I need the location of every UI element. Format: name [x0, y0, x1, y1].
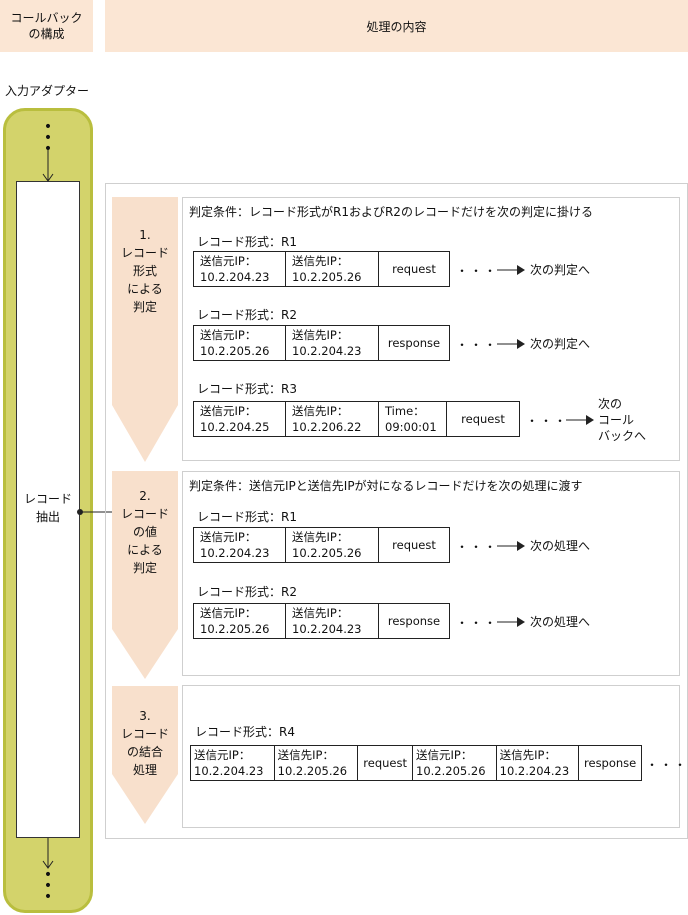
arrow-target-next-callback: 次の コール バックへ — [598, 397, 647, 443]
extract-connector — [77, 509, 114, 515]
record-cell: request — [461, 412, 505, 426]
bottom-ellipsis: • • • — [43, 867, 53, 905]
record-cell: 送信元IP： 10.2.204.23 — [194, 252, 286, 286]
arrow-target-next-process: 次の処理へ — [530, 615, 591, 629]
record-cell: 送信先IP： 10.2.204.23 — [286, 326, 379, 360]
record-cell: 送信元IP： 10.2.205.26 — [194, 326, 286, 360]
record-ellipsis: ・・・ — [456, 616, 499, 630]
arrow-target-next-judgment: 次の判定へ — [530, 263, 591, 277]
step-1-label: 1. レコード 形式 による 判定 — [120, 228, 169, 314]
record-cell: Time： 09:00:01 — [379, 402, 447, 436]
record-cell: 送信元IP： 10.2.205.26 — [194, 604, 286, 638]
record-cell: 送信元IP： 10.2.204.23 — [191, 746, 275, 780]
record-ellipsis: ・・・ — [456, 540, 499, 554]
step-1-condition: 判定条件：レコード形式がR1およびR2のレコードだけを次の判定に掛ける — [189, 205, 593, 219]
step-2-record-r2-label: レコード形式：R2 — [197, 585, 297, 599]
record-cell: 送信元IP： 10.2.204.23 — [194, 528, 286, 562]
step-2-banner — [112, 471, 178, 679]
right-arrow-icon — [497, 541, 525, 551]
record-extract-box — [16, 181, 80, 838]
top-ellipsis: • • • — [43, 119, 53, 157]
record-cell: 送信先IP： 10.2.204.23 — [286, 604, 379, 638]
adapter-title: 入力アダプター — [5, 84, 90, 98]
record-cell: 送信元IP： 10.2.205.26 — [413, 746, 497, 780]
step-1-record-r1-label: レコード形式：R1 — [197, 235, 297, 249]
header-callback-structure: コールバック の構成 — [0, 0, 93, 52]
record-cell: 送信先IP： 10.2.205.26 — [286, 528, 379, 562]
arrow-target-next-judgment: 次の判定へ — [530, 337, 591, 351]
step-1-record-r3-label: レコード形式：R3 — [197, 382, 297, 396]
top-down-arrow-icon — [42, 150, 54, 182]
bottom-down-arrow-icon — [42, 838, 54, 869]
step-2-record-r2: 送信元IP： 10.2.205.26 送信先IP： 10.2.204.23 re… — [193, 603, 450, 639]
record-extract-label: レコード 抽出 — [23, 492, 72, 524]
record-ellipsis: ・・・ — [646, 758, 688, 772]
step-2-record-r1-label: レコード形式：R1 — [197, 510, 297, 524]
step-3-label: 3. レコード の結合 処理 — [120, 709, 169, 777]
step-2-record-r1: 送信元IP： 10.2.204.23 送信先IP： 10.2.205.26 re… — [193, 527, 450, 563]
record-ellipsis: ・・・ — [526, 414, 569, 428]
record-cell: 送信先IP： 10.2.205.26 — [286, 252, 379, 286]
record-cell: 送信元IP： 10.2.204.25 — [194, 402, 286, 436]
right-arrow-icon — [497, 339, 525, 349]
step-2-condition: 判定条件：送信元IPと送信先IPが対になるレコードだけを次の処理に渡す — [189, 479, 583, 493]
right-arrow-icon — [566, 415, 594, 425]
right-arrow-icon — [497, 265, 525, 275]
record-ellipsis: ・・・ — [456, 338, 499, 352]
right-arrow-icon — [497, 617, 525, 627]
step-1-record-r1: 送信元IP： 10.2.204.23 送信先IP： 10.2.205.26 re… — [193, 251, 450, 287]
record-cell: request — [358, 746, 414, 780]
step-1-record-r2-label: レコード形式：R2 — [197, 308, 297, 322]
header-processing-content: 処理の内容 — [105, 0, 688, 52]
step-1-record-r3: 送信元IP： 10.2.204.25 送信先IP： 10.2.206.22 Ti… — [193, 401, 520, 437]
record-cell: response — [387, 614, 441, 628]
step-3-record-r4-label: レコード形式：R4 — [195, 725, 295, 739]
record-cell: 送信先IP： 10.2.206.22 — [286, 402, 379, 436]
record-ellipsis: ・・・ — [456, 264, 499, 278]
step-1-record-r2: 送信元IP： 10.2.205.26 送信先IP： 10.2.204.23 re… — [193, 325, 450, 361]
record-cell: request — [392, 538, 436, 552]
arrow-target-next-process: 次の処理へ — [530, 539, 591, 553]
step-3-banner — [112, 686, 178, 824]
record-cell: response — [584, 756, 637, 770]
step-1-banner — [112, 197, 178, 462]
record-cell: 送信先IP： 10.2.205.26 — [275, 746, 359, 780]
step-2-section — [182, 471, 680, 676]
record-cell: 送信先IP： 10.2.204.23 — [497, 746, 580, 780]
step-3-record-r4: 送信元IP： 10.2.204.23 送信先IP： 10.2.205.26 re… — [190, 745, 642, 781]
record-cell: request — [392, 262, 436, 276]
step-2-label: 2. レコード の値 による 判定 — [120, 489, 169, 575]
record-cell: response — [387, 336, 441, 350]
